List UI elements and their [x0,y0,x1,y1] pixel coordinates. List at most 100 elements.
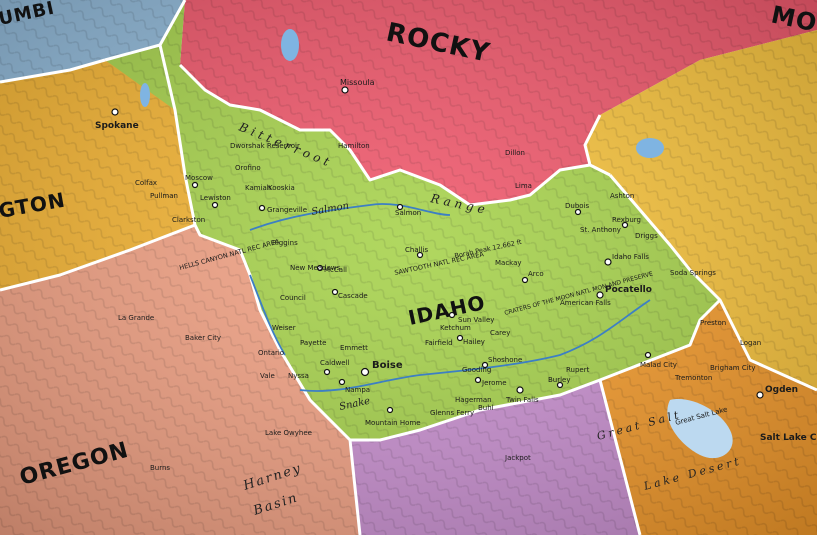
city-dot-lewiston[interactable] [211,201,219,209]
city-label-fairfield[interactable]: Fairfield [425,339,453,347]
city-dot-mountain-home[interactable] [386,406,394,414]
city-label-hailey[interactable]: Hailey [463,338,485,346]
city-label-ashton[interactable]: Ashton [610,192,634,200]
city-dot-moscow[interactable] [191,181,199,189]
city-label-idaho-falls[interactable]: Idaho Falls [612,253,649,261]
city-dot-cascade[interactable] [331,288,339,296]
city-label-emmett[interactable]: Emmett [340,344,368,352]
city-label-salmon[interactable]: Salmon [395,209,421,217]
city-label-ontario[interactable]: Ontario [258,349,284,357]
city-label-rupert[interactable]: Rupert [566,366,590,374]
rivers [249,203,651,392]
city-dot-mccall[interactable] [316,264,324,272]
city-label-baker-city[interactable]: Baker City [185,334,221,342]
city-label-logan[interactable]: Logan [740,339,761,347]
city-label-twin-falls[interactable]: Twin Falls [505,396,539,404]
city-label-jackpot[interactable]: Jackpot [504,454,531,462]
city-label-arco[interactable]: Arco [528,270,544,278]
city-label-soda-springs[interactable]: Soda Springs [670,269,716,277]
city-label-buhl[interactable]: Buhl [478,404,494,412]
city-dot-twin-falls[interactable] [516,386,524,394]
city-label-lima[interactable]: Lima [515,182,532,190]
city-label-moscow[interactable]: Moscow [185,174,213,182]
city-label-burns[interactable]: Burns [150,464,170,472]
city-label-dworshak[interactable]: Dworshak Reservoir [230,142,300,150]
city-dot-arco[interactable] [521,276,529,284]
city-label-burley[interactable]: Burley [548,376,571,384]
city-label-gooding[interactable]: Gooding [462,366,491,374]
city-dot-rexburg[interactable] [621,221,629,229]
city-dot-missoula[interactable] [341,86,349,94]
city-label-pullman[interactable]: Pullman [150,192,178,200]
city-label-orofino[interactable]: Orofino [235,164,261,172]
city-label-hagerman[interactable]: Hagerman [455,396,492,404]
city-label-tremonton[interactable]: Tremonton [674,374,712,382]
city-dot-ketchum[interactable] [448,311,456,319]
city-dot-shoshone[interactable] [481,361,489,369]
city-dot-idaho-falls[interactable] [604,258,612,266]
city-dot-dubois[interactable] [574,208,582,216]
city-label-payette[interactable]: Payette [300,339,326,347]
city-label-sun-valley[interactable]: Sun Valley [458,316,494,324]
city-label-kamiah[interactable]: Kamiah [245,184,271,192]
city-dot-pocatello[interactable] [596,291,604,299]
city-label-clarkston[interactable]: Clarkston [172,216,205,224]
coeur-dalene-lake [140,83,150,107]
city-label-rexburg[interactable]: Rexburg [612,216,641,224]
city-label-glenns-ferry[interactable]: Glenns Ferry [430,409,474,417]
city-dot-jerome[interactable] [474,376,482,384]
city-label-kooskia[interactable]: Kooskia [268,184,295,192]
city-label-driggs[interactable]: Driggs [635,232,658,240]
city-label-missoula[interactable]: Missoula [340,78,375,87]
city-dot-challis[interactable] [416,251,424,259]
city-label-spokane[interactable]: Spokane [95,121,139,131]
city-label-ogden[interactable]: Ogden [765,385,798,395]
city-label-malad[interactable]: Malad City [640,361,677,369]
city-dot-salmon[interactable] [396,203,404,211]
city-label-ketchum[interactable]: Ketchum [440,324,471,332]
city-label-pocatello[interactable]: Pocatello [605,285,652,295]
city-label-nyssa[interactable]: Nyssa [288,372,309,380]
city-label-cascade[interactable]: Cascade [338,292,368,300]
city-dot-burley[interactable] [556,381,564,389]
city-label-council[interactable]: Council [280,294,306,302]
city-label-salt-lake[interactable]: Salt Lake C [760,433,817,443]
city-label-lewiston[interactable]: Lewiston [200,194,231,202]
city-label-new-meadows[interactable]: New Meadows [290,264,341,272]
city-dot-ogden[interactable] [756,391,764,399]
city-label-riggins[interactable]: Riggins [272,239,298,247]
city-label-vale[interactable]: Vale [260,372,275,380]
city-label-la-grande[interactable]: La Grande [118,314,154,322]
city-label-boise[interactable]: Boise [372,360,403,371]
city-label-dillon[interactable]: Dillon [505,149,525,157]
city-dot-nampa[interactable] [338,378,346,386]
city-label-brigham-city[interactable]: Brigham City [710,364,756,372]
city-label-carey[interactable]: Carey [490,329,510,337]
city-dot-hailey[interactable] [456,334,464,342]
city-label-preston[interactable]: Preston [700,319,726,327]
city-label-challis[interactable]: Challis [405,246,428,254]
city-label-mackay[interactable]: Mackay [495,259,522,267]
city-label-dubois[interactable]: Dubois [565,202,589,210]
city-label-caldwell[interactable]: Caldwell [320,359,350,367]
city-label-mountain-home[interactable]: Mountain Home [365,419,421,427]
city-label-lake-owyhee[interactable]: Lake Owyhee [265,429,312,437]
city-label-hamilton[interactable]: Hamilton [338,142,370,150]
city-label-colfax[interactable]: Colfax [135,179,157,187]
city-label-mccall[interactable]: McCall [324,266,347,274]
city-label-nampa[interactable]: Nampa [345,386,370,394]
city-dot-grangeville[interactable] [258,204,266,212]
city-label-american-falls[interactable]: American Falls [560,299,611,307]
city-label-shoshone[interactable]: Shoshone [488,356,522,364]
city-label-jerome[interactable]: Jerome [481,379,507,387]
city-dot-malad[interactable] [644,351,652,359]
city-dot-boise[interactable] [360,367,370,377]
city-dot-caldwell[interactable] [323,368,331,376]
city-dot-spokane[interactable] [111,108,119,116]
city-label-grangeville[interactable]: Grangeville [267,206,307,214]
city-label-st-anthony[interactable]: St. Anthony [580,226,621,234]
city-label-weiser[interactable]: Weiser [272,324,296,332]
